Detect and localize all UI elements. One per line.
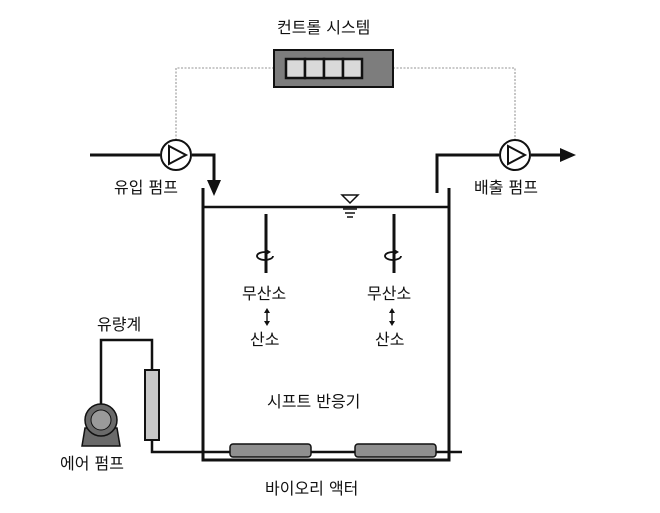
membrane-module-icon <box>229 443 312 458</box>
flow-meter-label: 유량계 <box>97 315 142 334</box>
discharge-arrow-head <box>560 148 576 162</box>
anoxic-zone-label-left: 무산소 <box>242 284 287 303</box>
control-system-label: 컨트롤 시스템 <box>277 18 371 37</box>
air-pump-label: 에어 펌프 <box>60 454 124 473</box>
reactor-tank <box>201 188 451 462</box>
bio-reactor-label: 바이오리 액터 <box>265 479 359 498</box>
discharge-pump-icon <box>499 139 531 171</box>
discharge-pump-label: 배출 펌프 <box>474 178 538 197</box>
alternation-arrow-left <box>264 308 270 326</box>
air-pump-icon <box>81 403 121 447</box>
anoxic-zone-label-right: 무산소 <box>367 284 412 303</box>
flow-meter-icon <box>144 369 160 441</box>
inlet-pump-icon <box>160 139 192 171</box>
water-level-icon <box>340 194 360 218</box>
inlet-arrow-head <box>207 180 221 196</box>
reactor-label: 시프트 반응기 <box>267 392 361 411</box>
oxic-zone-label-left: 산소 <box>250 330 280 349</box>
control-signal-lines <box>175 67 516 140</box>
mixer-icon <box>256 214 274 273</box>
inlet-pump-label: 유입 펌프 <box>114 178 178 197</box>
oxic-zone-label-right: 산소 <box>375 330 405 349</box>
control-display-icon <box>273 49 394 88</box>
discharge-pipe <box>435 153 562 193</box>
membrane-module-icon <box>354 443 437 458</box>
alternation-arrow-right <box>389 308 395 326</box>
mixer-icon <box>384 214 402 273</box>
air-line <box>99 338 462 454</box>
inlet-pipe <box>90 153 216 182</box>
